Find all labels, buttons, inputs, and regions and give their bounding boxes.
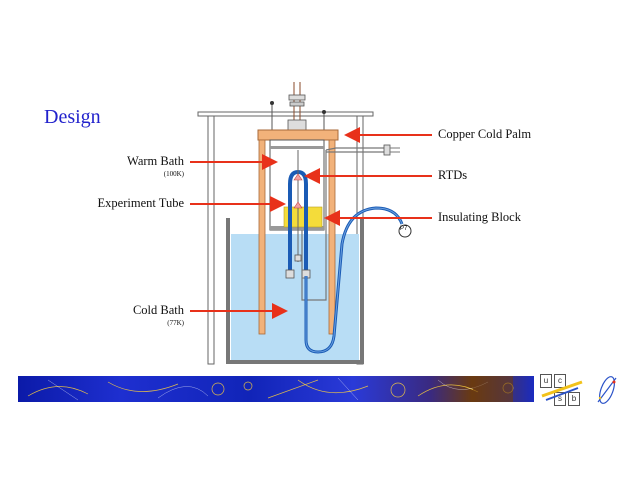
logo-letter-b: b <box>568 392 580 406</box>
label-rtds: RTDs <box>438 168 468 182</box>
annotation-arrows <box>190 127 432 319</box>
copper-cold-palm <box>257 129 339 141</box>
top-feedthrough <box>270 82 326 131</box>
label-insulating-block: Insulating Block <box>438 210 521 224</box>
logo-letter-u: u <box>540 374 552 388</box>
ucsb-logo: u c s b <box>538 372 586 408</box>
rtd-sensors <box>293 173 303 209</box>
label-copper-cold-palm: Copper Cold Palm <box>438 127 532 141</box>
label-experiment-tube: Experiment Tube <box>97 196 184 210</box>
label-warm-bath: Warm Bath <box>127 154 184 168</box>
copper-rod-right <box>328 139 336 335</box>
atom-icon <box>597 376 617 404</box>
particle-track-banner <box>18 376 534 402</box>
insulating-block <box>283 206 323 228</box>
label-cold-bath: Cold Bath <box>132 303 184 317</box>
pressure-gauge <box>398 224 412 238</box>
label-cold-bath-temp: (77K) <box>167 319 184 327</box>
label-warm-bath-temp: (100K) <box>163 170 184 178</box>
slide-title: Design <box>44 106 101 128</box>
copper-rod-left <box>258 139 266 335</box>
logo-letter-c: c <box>554 374 566 388</box>
pressure-gauge-label: P7 <box>400 226 408 232</box>
